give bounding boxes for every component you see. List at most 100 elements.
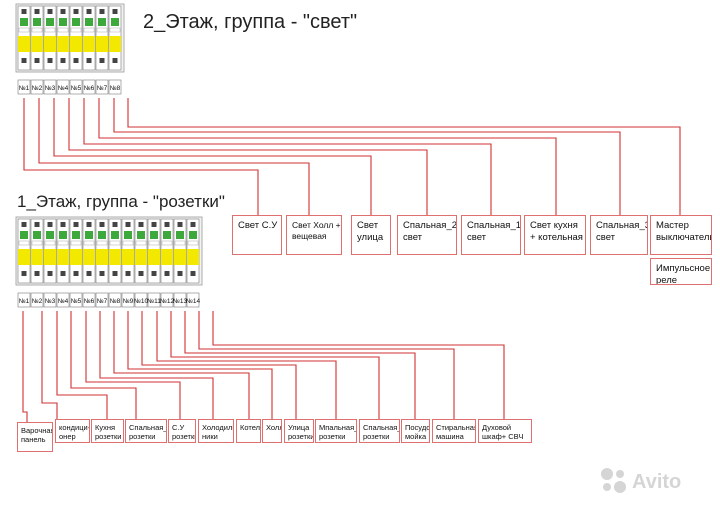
terminal-screw: [190, 271, 196, 276]
breaker-label: №8: [110, 298, 121, 305]
breaker-label: №6: [84, 298, 95, 305]
breaker-lever: [72, 18, 80, 26]
breaker-label-box: [160, 292, 174, 308]
breaker-yellow-band: [44, 36, 56, 52]
breaker-lever: [124, 231, 132, 239]
terminal-screw: [112, 222, 118, 227]
floor1-group-box: Мпальная_3 розетки: [315, 419, 357, 443]
breaker: №10: [134, 218, 148, 308]
breaker-label: №4: [58, 298, 69, 305]
breaker-label: №1: [19, 298, 30, 305]
terminal-screw: [47, 222, 53, 227]
breaker-label-box: [121, 292, 135, 308]
breaker-label-box: [134, 292, 148, 308]
wire-floor1: [99, 311, 214, 419]
terminal-screw: [112, 271, 118, 276]
breaker-lever: [150, 231, 158, 239]
breaker-lever: [85, 231, 93, 239]
breaker-lever: [46, 231, 54, 239]
breaker: №6: [82, 218, 96, 308]
breaker-rating: [31, 240, 43, 246]
terminal-screw: [47, 58, 53, 63]
terminal-screw: [73, 9, 79, 14]
wire-floor2: [38, 98, 310, 215]
breaker-label: №9: [123, 298, 134, 305]
breaker-rating: [187, 240, 199, 246]
breaker-rating: [109, 240, 121, 246]
breaker-rating: [83, 27, 95, 33]
terminal-screw: [21, 222, 27, 227]
breaker-lever: [85, 18, 93, 26]
breaker-label: №6: [84, 85, 95, 92]
terminal-screw: [151, 222, 157, 227]
breaker-yellow-band: [96, 36, 108, 52]
terminal-screw: [86, 9, 92, 14]
breaker-lever: [72, 231, 80, 239]
breaker-rating: [44, 240, 56, 246]
breaker-lever: [46, 18, 54, 26]
terminal-screw: [99, 222, 105, 227]
wire-floor1: [85, 311, 181, 419]
breaker-yellow-band: [174, 249, 186, 265]
breaker-label: №14: [186, 298, 201, 305]
breaker-label: №5: [71, 85, 82, 92]
breaker: №13: [173, 218, 187, 308]
terminal-screw: [164, 222, 170, 227]
terminal-screw: [125, 222, 131, 227]
terminal-screw: [112, 58, 118, 63]
terminal-screw: [60, 222, 66, 227]
breaker-label-box: [30, 79, 44, 95]
breaker-label-box: [108, 292, 122, 308]
wire-floor2: [53, 98, 372, 215]
breaker-rating: [44, 27, 56, 33]
terminal-screw: [190, 222, 196, 227]
breaker-label-box: [17, 79, 31, 95]
breaker-rating: [70, 240, 82, 246]
terminal-screw: [47, 271, 53, 276]
floor2-group-box: Свет кухня + котельная: [524, 215, 586, 255]
terminal-screw: [73, 222, 79, 227]
breaker-label-box: [82, 79, 96, 95]
breaker: №8: [108, 5, 122, 95]
wire-floor1: [198, 311, 455, 419]
breaker-label-box: [82, 292, 96, 308]
breaker: №3: [43, 218, 57, 308]
breaker-rating: [96, 27, 108, 33]
breaker-label-box: [173, 292, 187, 308]
terminal-screw: [73, 58, 79, 63]
breaker-label-box: [30, 292, 44, 308]
breaker-lever: [98, 231, 106, 239]
breaker-label: №4: [58, 85, 69, 92]
breaker: №14: [186, 218, 201, 308]
breaker-rating: [109, 27, 121, 33]
breaker: №4: [56, 218, 70, 308]
breaker-label-box: [95, 79, 109, 95]
wire-floor1: [127, 311, 273, 419]
breaker-label: №7: [97, 85, 108, 92]
breaker-lever: [20, 231, 28, 239]
breaker-yellow-band: [96, 249, 108, 265]
breaker-yellow-band: [18, 249, 30, 265]
wire-floor1: [41, 311, 58, 419]
terminal-screw: [60, 58, 66, 63]
breaker-rating: [18, 240, 30, 246]
terminal-screw: [21, 271, 27, 276]
terminal-screw: [47, 9, 53, 14]
breaker-lever: [189, 231, 197, 239]
terminal-screw: [151, 271, 157, 276]
terminal-screw: [86, 271, 92, 276]
breaker: №11: [147, 218, 161, 308]
breaker-yellow-band: [135, 249, 147, 265]
breaker-label: №11: [147, 298, 161, 305]
terminal-screw: [21, 9, 27, 14]
breaker-rating: [161, 240, 173, 246]
terminal-screw: [138, 222, 144, 227]
breaker: №2: [30, 5, 44, 95]
floor1-group-box: Стиральная машина: [432, 419, 476, 443]
breaker-rating: [122, 240, 134, 246]
terminal-screw: [34, 222, 40, 227]
floor2-group-box: Мастер выключатель: [650, 215, 712, 255]
breaker: №1: [17, 218, 31, 308]
